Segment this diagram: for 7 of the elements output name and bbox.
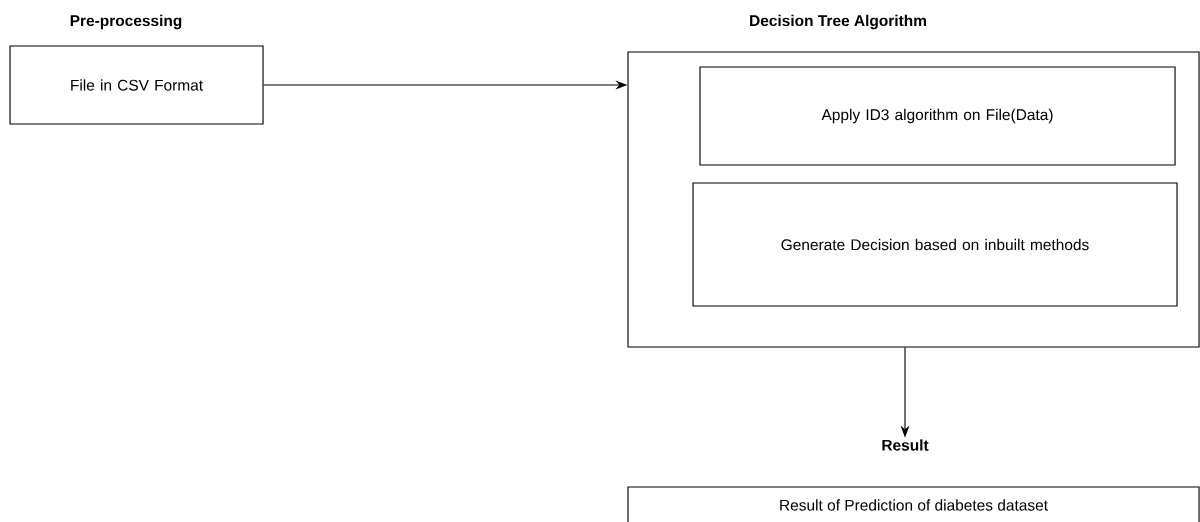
heading: Pre-processing: [70, 14, 182, 30]
heading: Result: [882, 439, 929, 451]
heading: Decision Tree Algorithm: [750, 14, 926, 30]
process-box: Apply ID3 algorithm on File(Data): [699, 66, 1176, 166]
box-text: Result of Prediction of diabetes dataset: [780, 499, 1048, 511]
process-box: File in CSV Format: [9, 45, 264, 125]
process-box: Generate Decision based on inbuilt methods: [692, 182, 1178, 307]
